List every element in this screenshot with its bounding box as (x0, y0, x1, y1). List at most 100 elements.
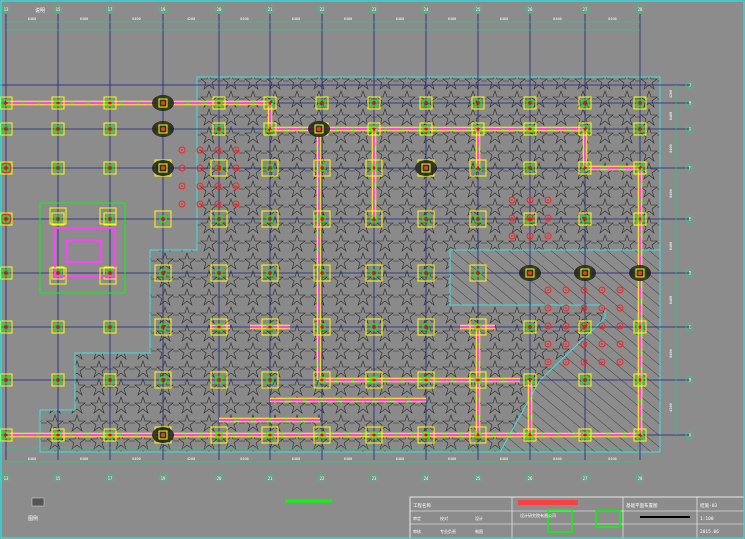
dim-text-bottom: 8400 (132, 457, 140, 461)
dim-text-top: 8400 (396, 17, 404, 21)
column-footing (417, 210, 435, 228)
pile-marker (178, 164, 186, 172)
pile-marker (598, 340, 606, 348)
column-footing (471, 122, 485, 136)
dim-text-bottom: 8400 (28, 457, 36, 461)
dim-text-right: 8400 (669, 349, 673, 357)
dim-text-right: 4200 (669, 90, 673, 98)
axis-bubble (685, 322, 695, 332)
title-drawing-name: 基础平面布置图 (626, 502, 658, 509)
title-date: 2015.06 (700, 529, 719, 535)
axis-label-right: F (689, 166, 692, 171)
column-footing (103, 96, 117, 110)
column-footing (315, 96, 329, 110)
column-footing (51, 122, 65, 136)
column-footing (523, 96, 537, 110)
dim-text-right: 8400 (669, 112, 673, 120)
axis-label-bottom: 23 (372, 476, 377, 481)
column-footing (154, 210, 172, 228)
pile-marker (580, 304, 588, 312)
axis-bubble (685, 80, 695, 90)
pile-marker (562, 304, 570, 312)
column-footing (313, 159, 331, 177)
axis-label-bottom: 19 (161, 476, 166, 481)
pile-marker (178, 182, 186, 190)
dim-text-top: 8400 (553, 17, 561, 21)
column-footing (103, 161, 117, 175)
axis-bubble (158, 473, 168, 483)
dim-text-top: 8400 (80, 17, 88, 21)
pile-marker (562, 340, 570, 348)
pile-marker (544, 196, 552, 204)
column-footing (313, 426, 331, 444)
axis-label-bottom: 20 (217, 476, 222, 481)
axis-label-top: 22 (320, 7, 325, 12)
axis-bubble (685, 375, 695, 385)
axis-label-top: 19 (161, 7, 166, 12)
pile-marker (178, 200, 186, 208)
pile-marker (544, 232, 552, 240)
axis-label-right: A (689, 433, 692, 438)
axis-bubble (421, 473, 431, 483)
pile-marker (508, 196, 516, 204)
column-footing (633, 428, 647, 442)
axis-label-top: 23 (372, 7, 377, 12)
column-footing (419, 122, 433, 136)
pile-marker (616, 340, 624, 348)
dim-text-bottom: 4200 (187, 457, 195, 461)
title-scale: 1:100 (700, 516, 714, 522)
axis-label-top: 24 (424, 7, 429, 12)
axis-label-right: D (689, 271, 692, 276)
dim-text-right: 4200 (669, 403, 673, 411)
pile-marker (232, 164, 240, 172)
pile-marker (598, 358, 606, 366)
column-footing (51, 320, 65, 334)
axis-label-top: 26 (528, 7, 533, 12)
column-footing (51, 373, 65, 387)
column-footing (154, 371, 172, 389)
axis-bubble (1, 4, 11, 14)
column-footing (471, 96, 485, 110)
axis-bubble (105, 473, 115, 483)
column-footing (0, 428, 13, 442)
axis-label-top: 25 (476, 7, 481, 12)
legend: 图例 说明 (28, 7, 332, 522)
pile-marker (562, 358, 570, 366)
column-footing (578, 122, 592, 136)
column-footing (469, 371, 487, 389)
axis-label-bottom: 27 (583, 476, 588, 481)
column-footing (469, 159, 487, 177)
column-footing (365, 159, 383, 177)
pile-marker (232, 182, 240, 190)
column-footing (0, 96, 13, 110)
title-row-label: 设计 (475, 515, 483, 521)
column-footing (51, 428, 65, 442)
dim-text-right: 8400 (669, 242, 673, 250)
axis-bubble (105, 4, 115, 14)
column-footing (417, 426, 435, 444)
column-footing (365, 426, 383, 444)
column-footing (0, 212, 13, 226)
dim-text-right: 8400 (669, 189, 673, 197)
dim-text-right: 8400 (669, 296, 673, 304)
axis-label-right: G (689, 127, 692, 132)
pile-marker (580, 322, 588, 330)
column-footing (365, 371, 383, 389)
column-footing (261, 210, 279, 228)
axis-label-top: 15 (56, 7, 61, 12)
axis-bubble (635, 473, 645, 483)
column-footing (313, 371, 331, 389)
column-footing (0, 266, 13, 280)
column-footing (578, 320, 592, 334)
column-footing (417, 371, 435, 389)
dim-text-top: 8400 (344, 17, 352, 21)
title-row-label: 校对 (440, 515, 448, 521)
column-footing (523, 428, 537, 442)
axis-bubble (265, 4, 275, 14)
axis-label-bottom: 26 (528, 476, 533, 481)
axis-bubble (525, 4, 535, 14)
axis-bubble (580, 473, 590, 483)
pile-marker (196, 146, 204, 154)
column-footing (633, 96, 647, 110)
